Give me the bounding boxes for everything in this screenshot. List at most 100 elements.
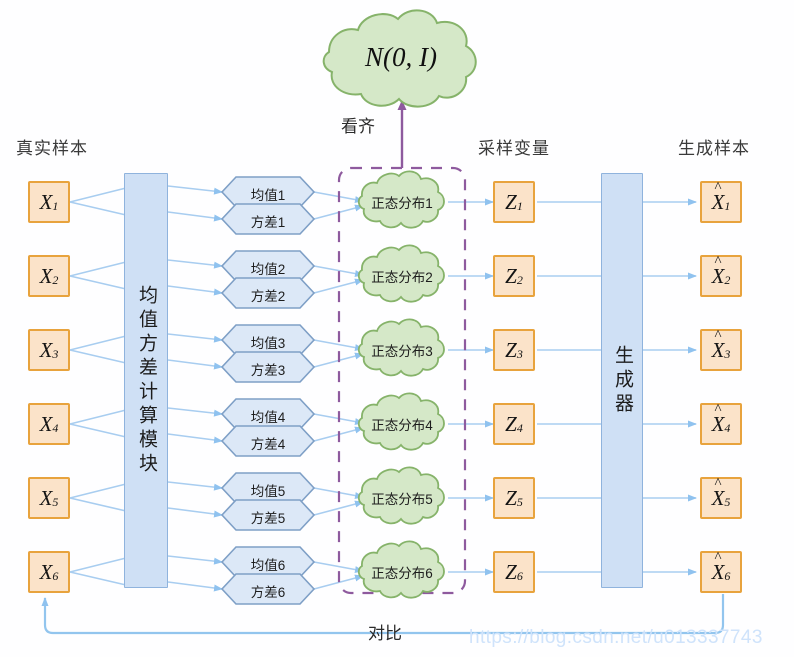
variance-hexagon[interactable]: 方差5	[222, 500, 314, 533]
input-sample-index: 6	[52, 568, 59, 583]
output-sample-index: 5	[724, 494, 731, 509]
output-sample-letter: X	[711, 411, 725, 436]
mean-label: 均值5	[250, 483, 286, 499]
distribution-label: 正态分布1	[371, 196, 433, 211]
output-sample-letter: X	[711, 337, 725, 362]
hat-accent-icon: ^	[714, 253, 722, 270]
prior-distribution-cloud: N(0, I)	[318, 5, 484, 110]
mean-variance-module-label: 均值方差计算模块	[135, 284, 157, 477]
variance-label: 方差6	[250, 584, 286, 600]
latent-variable-index: 6	[516, 568, 523, 583]
output-sample-index: 3	[724, 346, 731, 361]
distribution-cloud-shapes	[357, 170, 445, 599]
mean-hexagon[interactable]: 均值5	[222, 473, 314, 506]
latent-variable-letter: Z	[505, 189, 517, 214]
distribution-label: 正态分布5	[371, 492, 433, 507]
variance-hexagon[interactable]: 方差1	[222, 204, 314, 237]
generator-module[interactable]: 生成器	[601, 173, 643, 588]
watermark-text: https://blog.csdn.net/u013337743	[469, 627, 763, 648]
header-sampling-variables: 采样变量	[478, 139, 550, 158]
header-generated-samples: 生成样本	[678, 139, 750, 158]
variance-label: 方差2	[250, 288, 286, 304]
variance-label: 方差4	[250, 436, 286, 452]
distribution-label: 正态分布6	[371, 566, 433, 581]
hat-accent-icon: ^	[714, 401, 722, 418]
distribution-cloud[interactable]: 正态分布3	[356, 324, 448, 376]
input-sample-index: 3	[52, 346, 59, 361]
distribution-cloud[interactable]: 正态分布6	[356, 546, 448, 598]
variance-hexagon[interactable]: 方差2	[222, 278, 314, 311]
mean-hexagon[interactable]: 均值1	[222, 177, 314, 210]
latent-variable-letter: Z	[505, 337, 517, 362]
hexagon-shapes	[220, 176, 316, 605]
header-real-samples: 真实样本	[16, 139, 88, 158]
align-label: 看齐	[341, 117, 375, 136]
mean-hexagon[interactable]: 均值6	[222, 547, 314, 580]
latent-variable-letter: Z	[505, 559, 517, 584]
output-sample-letter: X	[711, 485, 725, 510]
latent-variable-letter: Z	[505, 485, 517, 510]
prior-cloud-shape	[322, 9, 477, 108]
latent-variable-index: 3	[516, 346, 523, 361]
latent-space-dashed-box	[337, 166, 467, 595]
mean-label: 均值2	[250, 261, 286, 277]
mean-variance-module[interactable]: 均值方差计算模块	[124, 173, 168, 588]
compare-label: 对比	[368, 624, 402, 643]
output-sample-index: 1	[724, 198, 731, 213]
latent-variable-index: 1	[516, 198, 523, 213]
generator-module-label: 生成器	[611, 344, 633, 417]
latent-variable-index: 4	[516, 420, 523, 435]
mean-hexagon[interactable]: 均值4	[222, 399, 314, 432]
compare-feedback-arrow	[41, 594, 725, 635]
variance-hexagon[interactable]: 方差6	[222, 574, 314, 607]
variance-hexagon[interactable]: 方差4	[222, 426, 314, 459]
variance-label: 方差3	[250, 362, 286, 378]
distribution-cloud[interactable]: 正态分布4	[356, 398, 448, 450]
distribution-cloud[interactable]: 正态分布5	[356, 472, 448, 524]
input-sample-letter: X	[39, 337, 53, 362]
mean-label: 均值1	[250, 187, 286, 203]
distribution-label: 正态分布3	[371, 344, 433, 359]
output-sample-letter: X	[711, 263, 725, 288]
prior-cloud-label: N(0, I)	[365, 42, 437, 72]
output-sample-index: 6	[724, 568, 731, 583]
hat-accent-icon: ^	[714, 549, 722, 566]
mean-hexagon[interactable]: 均值3	[222, 325, 314, 358]
distribution-cloud[interactable]: 正态分布1	[356, 176, 448, 228]
output-sample-index: 2	[724, 272, 731, 287]
latent-variable-letter: Z	[505, 263, 517, 288]
variance-hexagon[interactable]: 方差3	[222, 352, 314, 385]
variance-label: 方差5	[250, 510, 286, 526]
distribution-cloud[interactable]: 正态分布2	[356, 250, 448, 302]
input-sample-letter: X	[39, 485, 53, 510]
input-sample-index: 4	[52, 420, 59, 435]
distribution-label: 正态分布4	[371, 418, 433, 433]
hat-accent-icon: ^	[714, 179, 722, 196]
output-sample-letter: X	[711, 189, 725, 214]
mean-label: 均值3	[250, 335, 286, 351]
mean-label: 均值6	[250, 557, 286, 573]
input-sample-letter: X	[39, 411, 53, 436]
mean-hexagon[interactable]: 均值2	[222, 251, 314, 284]
distribution-label: 正态分布2	[371, 270, 433, 285]
